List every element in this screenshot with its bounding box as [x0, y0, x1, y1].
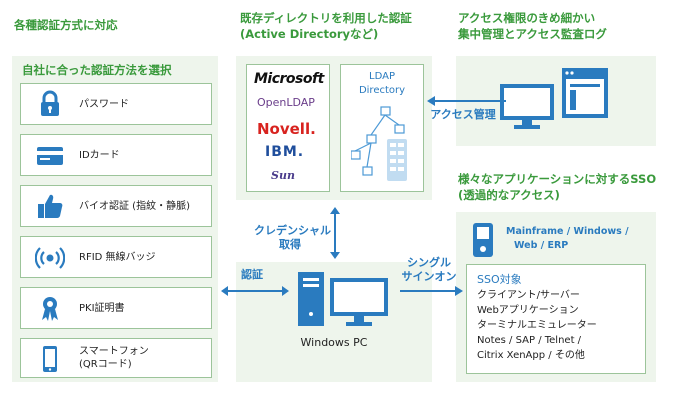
padlock-icon — [41, 90, 59, 116]
vendor-openldap-logo: OpenLDAP — [257, 96, 315, 109]
credential-label-line2: 取得 — [279, 238, 301, 251]
ldap-label-line2: Directory — [358, 85, 406, 96]
sso-targets-box: SSO対象 クライアント/サーバー Webアプリケーション ターミナルエミュレー… — [466, 264, 646, 374]
vendor-logos-box: Microsoft OpenLDAP Novell. IBM. Sun — [246, 64, 330, 192]
sso-heading-line2: (透過的なアクセス) — [458, 188, 560, 202]
directory-heading-line1: 既存ディレクトリを利用した認証 — [240, 11, 412, 25]
certificate-icon — [42, 297, 58, 321]
left-heading: 各種認証方式に対応 — [14, 18, 118, 32]
vendor-sun-logo: Sun — [271, 169, 295, 182]
sso-heading-line1: 様々なアプリケーションに対するSSO — [458, 172, 657, 186]
admin-console-icon — [500, 68, 608, 129]
auth-card-smartphone: スマートフォン (QRコード) — [20, 338, 212, 378]
mobile-device-icon — [473, 223, 493, 257]
auth-methods-subheading: 自社に合った認証方法を選択 — [22, 63, 172, 77]
access-management-arrow — [427, 96, 506, 106]
access-heading-line1: アクセス権限のきめ細かい — [458, 11, 596, 25]
sso-targets-title: SSO対象 — [477, 273, 522, 286]
auth-card-rfid: RFID 無線バッジ — [20, 236, 212, 278]
smartphone-icon — [43, 346, 57, 372]
thumbs-up-icon — [38, 194, 63, 218]
sso-target-item: ターミナルエミュレーター — [477, 320, 597, 331]
windows-pc-icon — [298, 272, 388, 326]
single-signon-label-line1: シングル — [407, 256, 451, 269]
credential-arrow — [330, 207, 340, 259]
auth-label-bio: バイオ認証 (指紋・静脈) — [79, 201, 190, 212]
sso-target-item: Webアプリケーション — [477, 305, 579, 316]
directory-heading-line2: (Active Directoryなど) — [240, 27, 379, 41]
auth-arrow-label: 認証 — [241, 268, 263, 281]
vendor-novell-logo: Novell. — [257, 120, 316, 138]
auth-label-rfid: RFID 無線バッジ — [79, 252, 156, 263]
directory-tree-icon — [351, 106, 407, 181]
auth-card-pki: PKI証明書 — [20, 287, 212, 329]
auth-card-password: パスワード — [20, 83, 212, 125]
ldap-directory-box: LDAP Directory — [340, 64, 424, 192]
auth-card-idcard: IDカード — [20, 134, 212, 176]
rfid-icon — [35, 247, 65, 269]
auth-methods-panel: 自社に合った認証方法を選択 パスワード IDカード バイオ認証 (指紋・静脈) — [12, 56, 218, 382]
auth-label-password: パスワード — [79, 99, 129, 110]
access-heading-line2: 集中管理とアクセス監査ログ — [458, 27, 607, 41]
auth-arrow — [221, 286, 289, 296]
sso-target-item: Citrix XenApp / その他 — [477, 350, 585, 361]
vendor-ibm-logo: IBM. — [265, 144, 305, 160]
platform-line1: Mainframe / Windows / — [506, 226, 629, 237]
sso-target-item: クライアント/サーバー — [477, 290, 580, 301]
single-signon-label-line2: サインオン — [401, 270, 457, 283]
auth-card-bio: バイオ認証 (指紋・静脈) — [20, 185, 212, 227]
sso-panel: Mainframe / Windows / Web / ERP SSO対象 クラ… — [456, 212, 656, 382]
platform-line2: Web / ERP — [514, 240, 569, 251]
vendor-microsoft-logo: Microsoft — [254, 71, 324, 87]
ldap-label-line1: LDAP — [369, 71, 395, 82]
auth-label-idcard: IDカード — [79, 150, 120, 161]
directory-panel: Microsoft OpenLDAP Novell. IBM. Sun LDAP… — [236, 56, 432, 200]
auth-label-smartphone: スマートフォン (QRコード) — [79, 346, 149, 370]
sso-target-item: Notes / SAP / Telnet / — [477, 335, 582, 346]
windows-pc-label: Windows PC — [300, 336, 368, 349]
auth-label-pki: PKI証明書 — [79, 303, 125, 314]
windows-pc-panel: Windows PC — [236, 262, 432, 382]
single-signon-arrow — [400, 286, 463, 296]
access-management-label: アクセス管理 — [430, 108, 496, 121]
credential-label-line1: クレデンシャル — [254, 224, 331, 237]
id-card-icon — [37, 147, 63, 165]
